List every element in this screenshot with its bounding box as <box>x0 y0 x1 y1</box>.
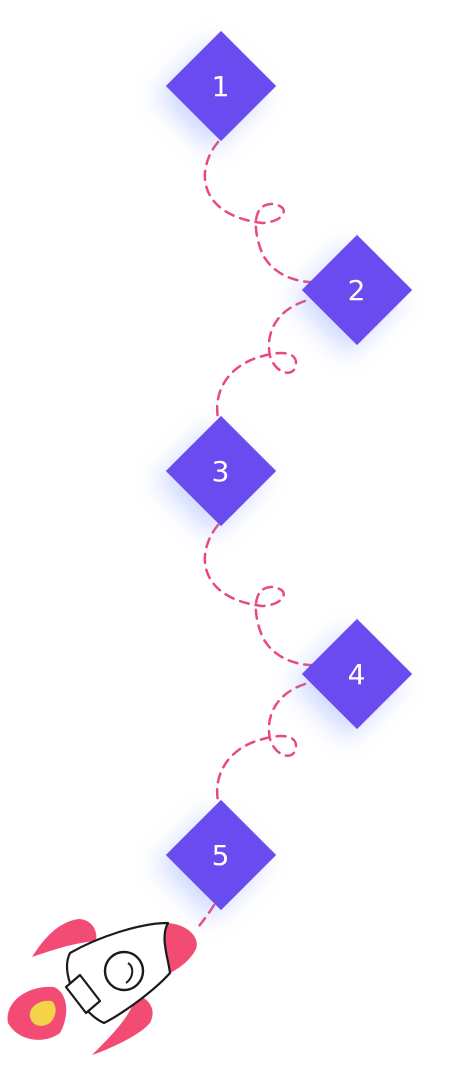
step-5-label: 5 <box>211 838 231 872</box>
rocket-flame-inner <box>29 1000 56 1026</box>
rocket-window <box>103 950 145 992</box>
rocket-icon <box>7 919 197 1055</box>
step-3-label: 3 <box>211 454 231 488</box>
step-1-label: 1 <box>211 69 231 103</box>
rocket-nozzle <box>64 973 102 1015</box>
step-2-label: 2 <box>347 273 367 307</box>
rocket-fin-bottom <box>92 995 153 1055</box>
rocket-nose <box>164 923 197 973</box>
rocket-window-glint <box>125 962 134 984</box>
step-4-label: 4 <box>347 657 367 691</box>
rocket-fin-top <box>32 919 97 957</box>
